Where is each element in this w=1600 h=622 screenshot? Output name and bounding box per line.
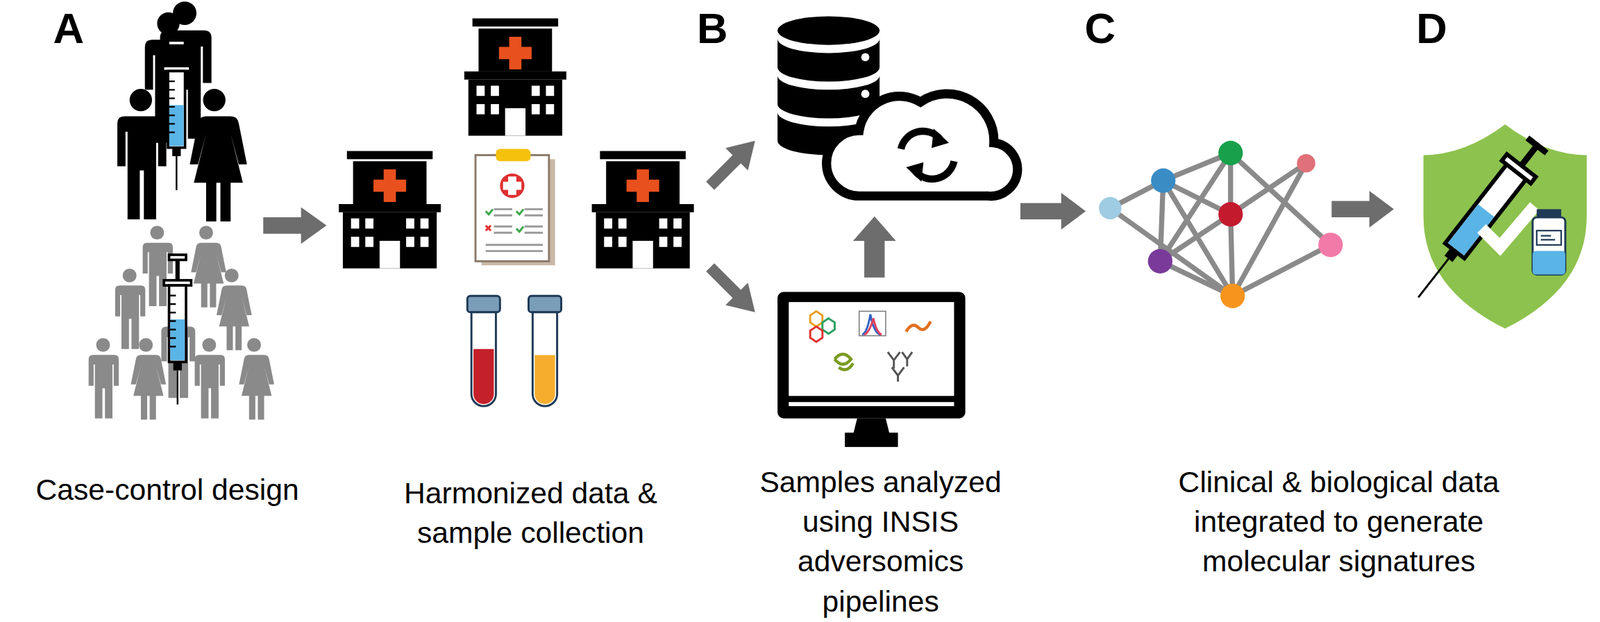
- panel-letter: C: [1084, 6, 1137, 52]
- panel-letter: B: [696, 6, 749, 52]
- panel-letter: A: [52, 6, 105, 52]
- step-caption: Clinical & biological data integrated to…: [1139, 462, 1538, 582]
- panel-letter: D: [1416, 6, 1468, 52]
- step-caption: Case-control design: [4, 470, 331, 511]
- step-caption: Samples analyzed using INSIS adversomics…: [739, 462, 1021, 622]
- step-caption: Harmonized data & sample collection: [392, 473, 669, 554]
